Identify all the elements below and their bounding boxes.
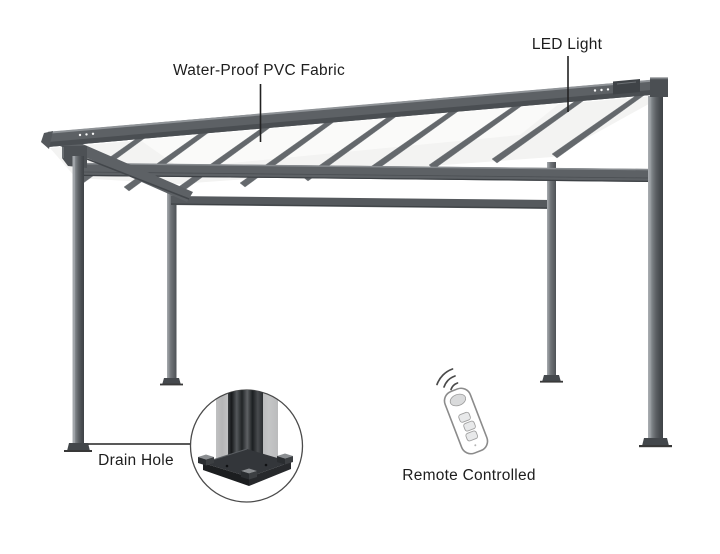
remote-controlled-label: Remote Controlled [402,467,536,484]
remote-control [436,368,489,455]
anchor-foot [198,454,214,466]
roof-fabric-sheen [140,103,560,168]
top-beam-highlight [47,79,652,134]
front-right-post-baseline [639,445,672,448]
drain-hole-label: Drain Hole [98,452,174,469]
front-beam-groove [83,171,652,179]
remote-down-button [465,430,479,442]
rear-right-post-base [542,375,561,382]
beam-connector-highlight [616,81,637,85]
remote-stop-button [463,420,476,432]
top-beam-underside [48,90,651,147]
front-left-post [72,156,84,450]
remote-up-button [458,411,471,423]
led-strip-dots [78,88,610,137]
top-beam-left-cap [41,131,53,149]
beam-connector-block [613,79,640,95]
rafters [75,90,651,193]
front-right-post [648,96,663,446]
front-left-post-baseline [64,450,92,452]
drain-hole-dot [225,464,229,468]
rear-right-post [547,162,556,382]
led-light-label: LED Light [531,36,603,53]
rear-left-post-baseline [160,383,183,386]
remote-power-button [449,393,467,407]
front-beam-highlight [83,162,652,171]
anchor-foot [277,453,293,465]
anchor-foot [241,468,257,480]
rear-left-post-base [162,378,181,385]
front-beam-shadow [83,174,652,182]
back-beam [171,196,553,209]
base-plate-right-face [249,462,291,486]
drain-hole-callout [189,389,304,503]
wireless-signal-icon [436,368,459,391]
drain-hole-dot [264,463,268,467]
right-corner-cap [650,77,668,97]
remote-indicator-dot [474,444,477,447]
front-left-post-base [67,443,90,451]
back-beam-shadow [170,203,554,209]
front-right-post-base [642,438,669,446]
rear-right-post-baseline [540,380,563,383]
rear-left-post [167,189,177,384]
fabric-label: Water-Proof PVC Fabric [172,62,346,79]
base-plate-left-face [203,463,249,486]
anchor-feet [198,453,293,480]
